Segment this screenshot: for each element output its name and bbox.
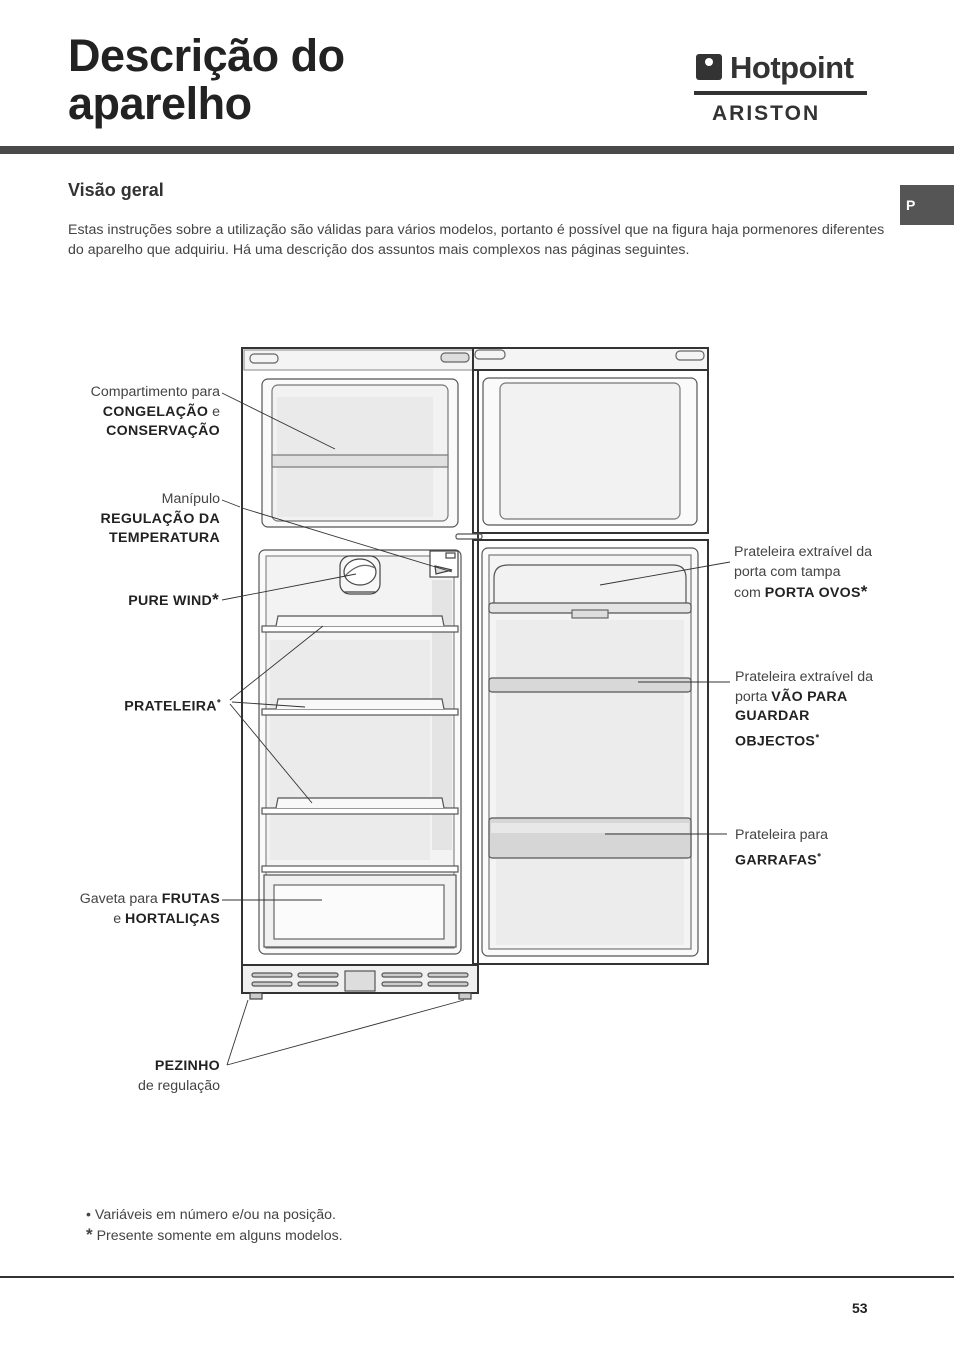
page-title: Descrição do aparelho <box>68 32 345 128</box>
label-shelf-mark: • <box>216 694 221 708</box>
label-freezer-mid: e <box>208 403 220 420</box>
label-egg-l3-pre: com <box>734 585 765 601</box>
fridge-shelves <box>261 615 459 873</box>
label-bottle-l1: Prateleira para <box>735 827 829 843</box>
label-drawer-pre2: e <box>113 910 126 927</box>
page-number: 53 <box>852 1300 868 1316</box>
footnote-some-models-text: Presente somente em alguns modelos. <box>92 1228 343 1244</box>
pure-wind-fan <box>339 555 381 595</box>
temperature-knob <box>429 550 459 578</box>
fridge-door <box>472 539 709 965</box>
section-heading: Visão geral <box>68 180 164 200</box>
page-title-line2: aparelho <box>68 78 252 129</box>
label-knob-pre: Manípulo <box>161 491 220 507</box>
label-tall-mark: • <box>815 728 820 743</box>
label-egg-shelf: Prateleira extraível da porta com tampa … <box>734 543 872 604</box>
intro-paragraph: Estas instruções sobre a utilização são … <box>68 222 885 258</box>
label-knob-b1: REGULAÇÃO DA <box>100 510 220 527</box>
footnote-some-models-mark: * <box>86 1225 93 1244</box>
label-tall-l2-b: VÃO PARA <box>771 688 848 705</box>
label-bottle-mark: • <box>817 847 822 862</box>
brand-rule <box>694 91 867 95</box>
label-purewind-text: PURE WIND <box>128 593 213 609</box>
brand-sub: ARISTON <box>712 102 821 125</box>
brand-logo: Hotpoint ARISTON <box>694 50 869 128</box>
base-grille <box>241 964 479 994</box>
cabinet <box>241 347 479 1000</box>
label-feet-b: PEZINHO <box>154 1058 220 1074</box>
label-drawer-pre: Gaveta para <box>79 891 162 907</box>
header-divider <box>0 146 954 154</box>
leader-lines <box>221 392 731 1066</box>
crisper-drawer <box>263 874 457 948</box>
label-bottle-b: GARRAFAS <box>735 852 818 869</box>
label-freezer-b2: CONSERVAÇÃO <box>106 423 220 439</box>
label-tall-shelf: Prateleira extraível da porta VÃO PARA G… <box>735 668 873 752</box>
brand-name: Hotpoint <box>730 50 854 85</box>
label-freezer: Compartimento para CONGELAÇÃO e CONSERVA… <box>91 383 220 442</box>
freezer-compartment <box>261 378 459 528</box>
label-drawer: Gaveta para FRUTAS e HORTALIÇAS <box>80 890 220 929</box>
footnote-variable-mark: • <box>86 1207 91 1223</box>
label-knob-b2: TEMPERATURA <box>108 530 220 546</box>
label-purewind: PURE WIND* <box>128 590 219 612</box>
freezer-door <box>472 369 709 534</box>
doors <box>455 347 709 965</box>
label-shelf-text: PRATELEIRA <box>124 698 217 715</box>
label-purewind-mark: * <box>212 590 219 609</box>
label-egg-l1: Prateleira extraível da <box>734 544 873 560</box>
label-egg-mark: * <box>860 582 868 601</box>
label-tall-l3-b: GUARDAR <box>735 708 810 724</box>
brand-logo-mark <box>696 54 722 80</box>
label-tall-l1: Prateleira extraível da <box>735 669 874 685</box>
label-feet: PEZINHO de regulação <box>138 1057 220 1096</box>
footnotes: • Variáveis em número e/ou na posição. *… <box>86 1205 343 1246</box>
footnote-some-models: * Presente somente em alguns modelos. <box>86 1225 343 1246</box>
label-drawer-b2: HORTALIÇAS <box>125 910 220 927</box>
label-freezer-b1: CONGELAÇÃO <box>102 403 209 420</box>
label-shelf: PRATELEIRA• <box>124 692 221 717</box>
label-feet-post: de regulação <box>137 1077 220 1094</box>
label-bottle-shelf: Prateleira para GARRAFAS• <box>735 826 828 871</box>
label-egg-l2: porta com tampa <box>734 563 841 580</box>
label-drawer-b1: FRUTAS <box>161 891 220 907</box>
language-tab: P <box>900 185 954 225</box>
footnote-variable: • Variáveis em número e/ou na posição. <box>86 1205 343 1225</box>
label-knob: Manípulo REGULAÇÃO DA TEMPERATURA <box>101 490 220 549</box>
page-title-line1: Descrição do <box>68 30 345 81</box>
label-freezer-pre: Compartimento para <box>90 384 220 400</box>
adjustable-feet <box>249 992 472 1000</box>
label-tall-l4-b: OBJECTOS <box>735 733 816 750</box>
label-egg-l3-b: PORTA OVOS <box>764 585 861 601</box>
label-tall-l2-pre: porta <box>735 688 772 705</box>
footer-divider <box>0 1276 954 1278</box>
language-tab-label: P <box>906 197 916 213</box>
footnote-variable-text: Variáveis em número e/ou na posição. <box>90 1207 336 1223</box>
